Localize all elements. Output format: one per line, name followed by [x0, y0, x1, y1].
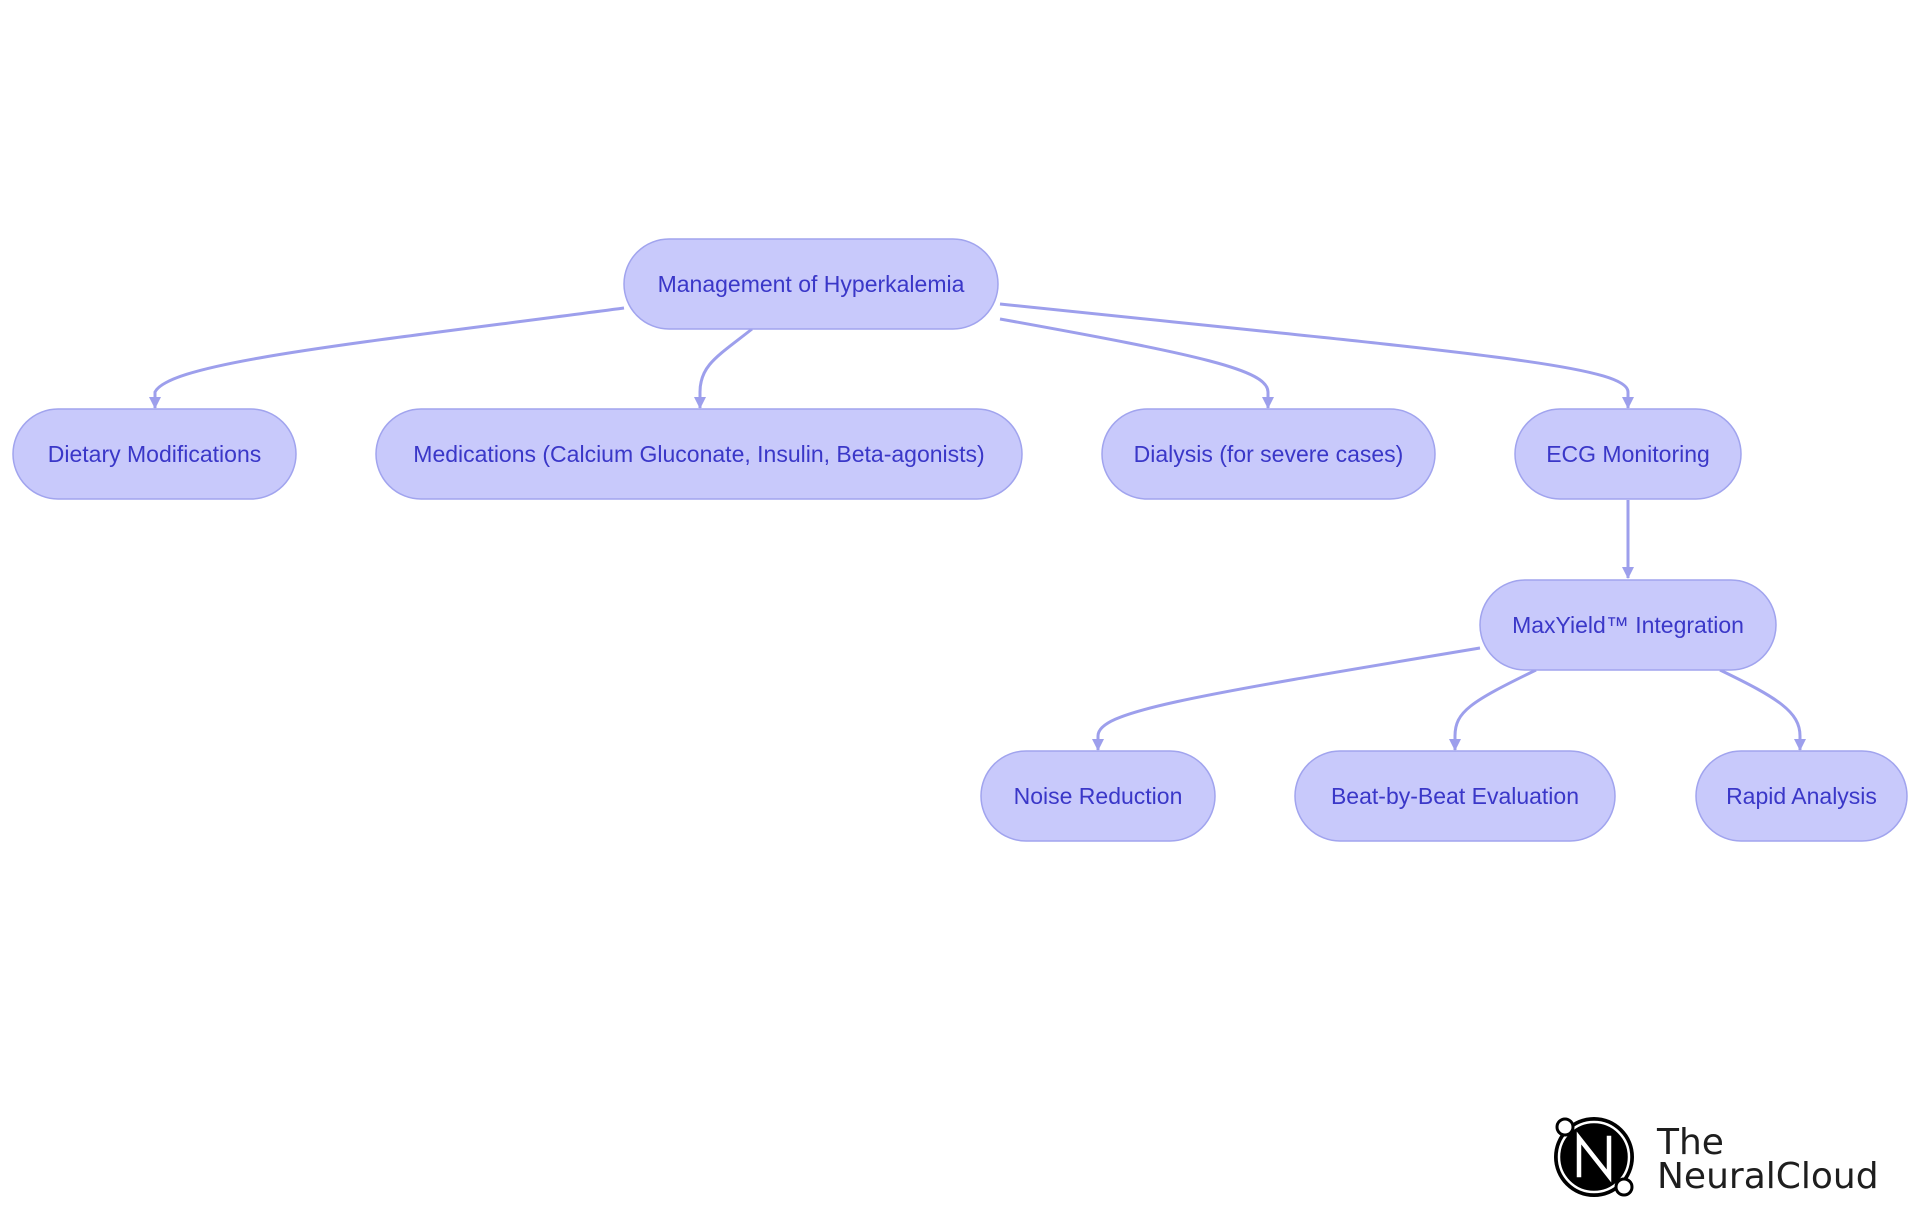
- node-label-maxyield-integration: MaxYield™ Integration: [1512, 612, 1744, 638]
- edges-group: [149, 302, 1806, 751]
- node-rapid-analysis[interactable]: Rapid Analysis: [1695, 750, 1908, 842]
- nodes-group: Management of Hyperkalemia Dietary Modif…: [12, 238, 1908, 842]
- node-label-noise-reduction: Noise Reduction: [1014, 783, 1183, 809]
- edge-root-to-medications: [694, 327, 753, 409]
- edge-root-to-dialysis: [999, 317, 1274, 409]
- node-label-dialysis: Dialysis (for severe cases): [1134, 441, 1404, 467]
- node-dialysis[interactable]: Dialysis (for severe cases): [1101, 408, 1436, 500]
- node-label-dietary-modifications: Dietary Modifications: [48, 441, 261, 467]
- edge-root-to-dietary: [149, 306, 625, 409]
- node-maxyield-integration[interactable]: MaxYield™ Integration: [1479, 579, 1777, 671]
- node-label-management-of-hyperkalemia: Management of Hyperkalemia: [658, 271, 965, 297]
- node-noise-reduction[interactable]: Noise Reduction: [980, 750, 1216, 842]
- logo-text-the: The: [1656, 1122, 1724, 1163]
- edge-maxyield-to-beat: [1449, 668, 1537, 751]
- edge-maxyield-to-noise: [1092, 646, 1481, 751]
- node-label-rapid-analysis: Rapid Analysis: [1726, 783, 1877, 809]
- edge-maxyield-to-rapid: [1719, 668, 1806, 751]
- node-management-of-hyperkalemia[interactable]: Management of Hyperkalemia: [623, 238, 999, 330]
- node-dietary-modifications[interactable]: Dietary Modifications: [12, 408, 297, 500]
- node-label-beat-by-beat-evaluation: Beat-by-Beat Evaluation: [1331, 783, 1579, 809]
- node-ecg-monitoring[interactable]: ECG Monitoring: [1514, 408, 1742, 500]
- logo-text-neuralcloud: NeuralCloud: [1657, 1156, 1879, 1197]
- edge-root-to-ecg: [999, 302, 1634, 409]
- node-label-ecg-monitoring: ECG Monitoring: [1546, 441, 1710, 467]
- node-beat-by-beat-evaluation[interactable]: Beat-by-Beat Evaluation: [1294, 750, 1616, 842]
- neural-cloud-n-logo-icon: [1554, 1117, 1634, 1197]
- node-medications[interactable]: Medications (Calcium Gluconate, Insulin,…: [375, 408, 1023, 500]
- node-label-medications: Medications (Calcium Gluconate, Insulin,…: [413, 441, 984, 467]
- neuralcloud-logo: The NeuralCloud: [1554, 1117, 1879, 1197]
